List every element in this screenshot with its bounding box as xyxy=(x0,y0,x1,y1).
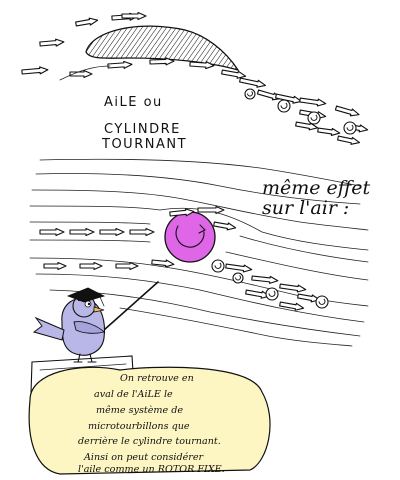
wing-flow-arrow xyxy=(299,97,327,107)
note-line-4: microtourbillons que xyxy=(88,421,190,432)
wing-profile-icon xyxy=(85,25,240,72)
same-effect-line-2: sur l'air : xyxy=(262,197,349,219)
professor-bird-icon xyxy=(32,281,159,363)
note-line-5: derrière le cylindre tournant. xyxy=(78,436,221,447)
cylinder-wake-vortices xyxy=(211,259,329,309)
wing-section xyxy=(21,11,369,145)
pointer-stick xyxy=(103,281,159,331)
label-line-1: AiLE ou xyxy=(104,95,163,110)
label-line-2: CYLINDRE xyxy=(104,122,181,137)
wing-flow-arrow xyxy=(275,93,302,104)
same-effect-line-1: même effet xyxy=(262,177,371,199)
wing-vortex xyxy=(307,111,321,125)
cylinder-flow-arrow xyxy=(225,263,253,273)
cylinder-flow-arrow xyxy=(169,208,195,217)
wing-flow-arrow xyxy=(121,11,147,21)
streamline xyxy=(35,173,361,205)
cylinder-flow-arrows xyxy=(39,205,321,311)
cylinder-flow-arrow xyxy=(213,221,237,231)
same-effect-label: même effet sur l'air : xyxy=(262,177,371,219)
cylinder-flow-arrow xyxy=(115,261,139,271)
cylinder-vortex xyxy=(265,287,279,301)
cylinder-flow-arrow xyxy=(245,289,271,299)
wing-wake-vortices xyxy=(244,88,357,135)
wing-flow-arrow xyxy=(107,60,133,69)
cylinder-flow-arrow xyxy=(99,227,125,237)
cylinder-flow-arrow xyxy=(151,259,175,268)
streamline xyxy=(49,289,361,337)
cylinder-flow-arrow xyxy=(43,261,67,271)
wing-vortex xyxy=(277,99,291,113)
cylinder-flow-arrow xyxy=(39,227,65,237)
wing-or-cylinder-label: AiLE ou CYLINDRE TOURNANT xyxy=(101,95,187,152)
wing-flow-arrow xyxy=(337,135,361,145)
wing-flow-arrow xyxy=(189,61,215,70)
wing-flow-arrow xyxy=(21,66,49,75)
cylinder-vortex xyxy=(232,272,244,284)
streamline xyxy=(39,158,361,187)
wing-flow-arrow xyxy=(334,105,360,117)
wing-vortex xyxy=(244,88,256,100)
wing-flow-line xyxy=(59,65,111,81)
cylinder-vortex xyxy=(315,295,329,309)
streamline xyxy=(29,239,369,281)
wing-flow-arrow xyxy=(149,57,175,66)
streamline xyxy=(31,189,369,231)
note-line-7: l'aile comme un ROTOR FIXE. xyxy=(78,464,225,475)
note-line-3: même système de xyxy=(96,405,183,416)
cylinder-flow-arrow xyxy=(79,261,103,271)
cylinder-vortex xyxy=(211,259,225,273)
cylinder-flow-arrow xyxy=(279,301,305,311)
wing-flow-arrow xyxy=(221,69,247,79)
wing-flow-arrow xyxy=(75,17,99,27)
cylinder-flow-arrow xyxy=(69,227,95,237)
note-line-2: aval de l'AiLE le xyxy=(94,389,173,400)
wing-flow-arrow xyxy=(39,38,65,47)
cylinder-flow-arrow xyxy=(279,283,307,293)
streamline xyxy=(35,273,365,323)
cylinder-flow-arrow xyxy=(297,293,321,303)
streamline xyxy=(29,257,369,307)
note-bubble: On retrouve en aval de l'AiLE le même sy… xyxy=(28,366,271,475)
wing-flow-arrow xyxy=(69,69,93,79)
streamline xyxy=(119,307,353,347)
cylinder-flow-arrow xyxy=(129,227,155,237)
streamline xyxy=(29,221,369,263)
cylinder-flow-arrow xyxy=(197,205,225,215)
rotating-cylinder-icon xyxy=(164,211,216,263)
note-line-6: Ainsi on peut considérer xyxy=(83,452,205,463)
note-line-1: On retrouve en xyxy=(120,373,194,384)
cylinder-flow-arrow xyxy=(251,275,279,284)
wing-flow-arrow xyxy=(239,77,266,88)
wing-vortex xyxy=(343,121,357,135)
wing-flow-arrow xyxy=(317,127,341,136)
wing-flow-arrow xyxy=(295,121,319,131)
wing-flow-arrows xyxy=(21,11,369,145)
label-line-3: TOURNANT xyxy=(101,137,187,152)
